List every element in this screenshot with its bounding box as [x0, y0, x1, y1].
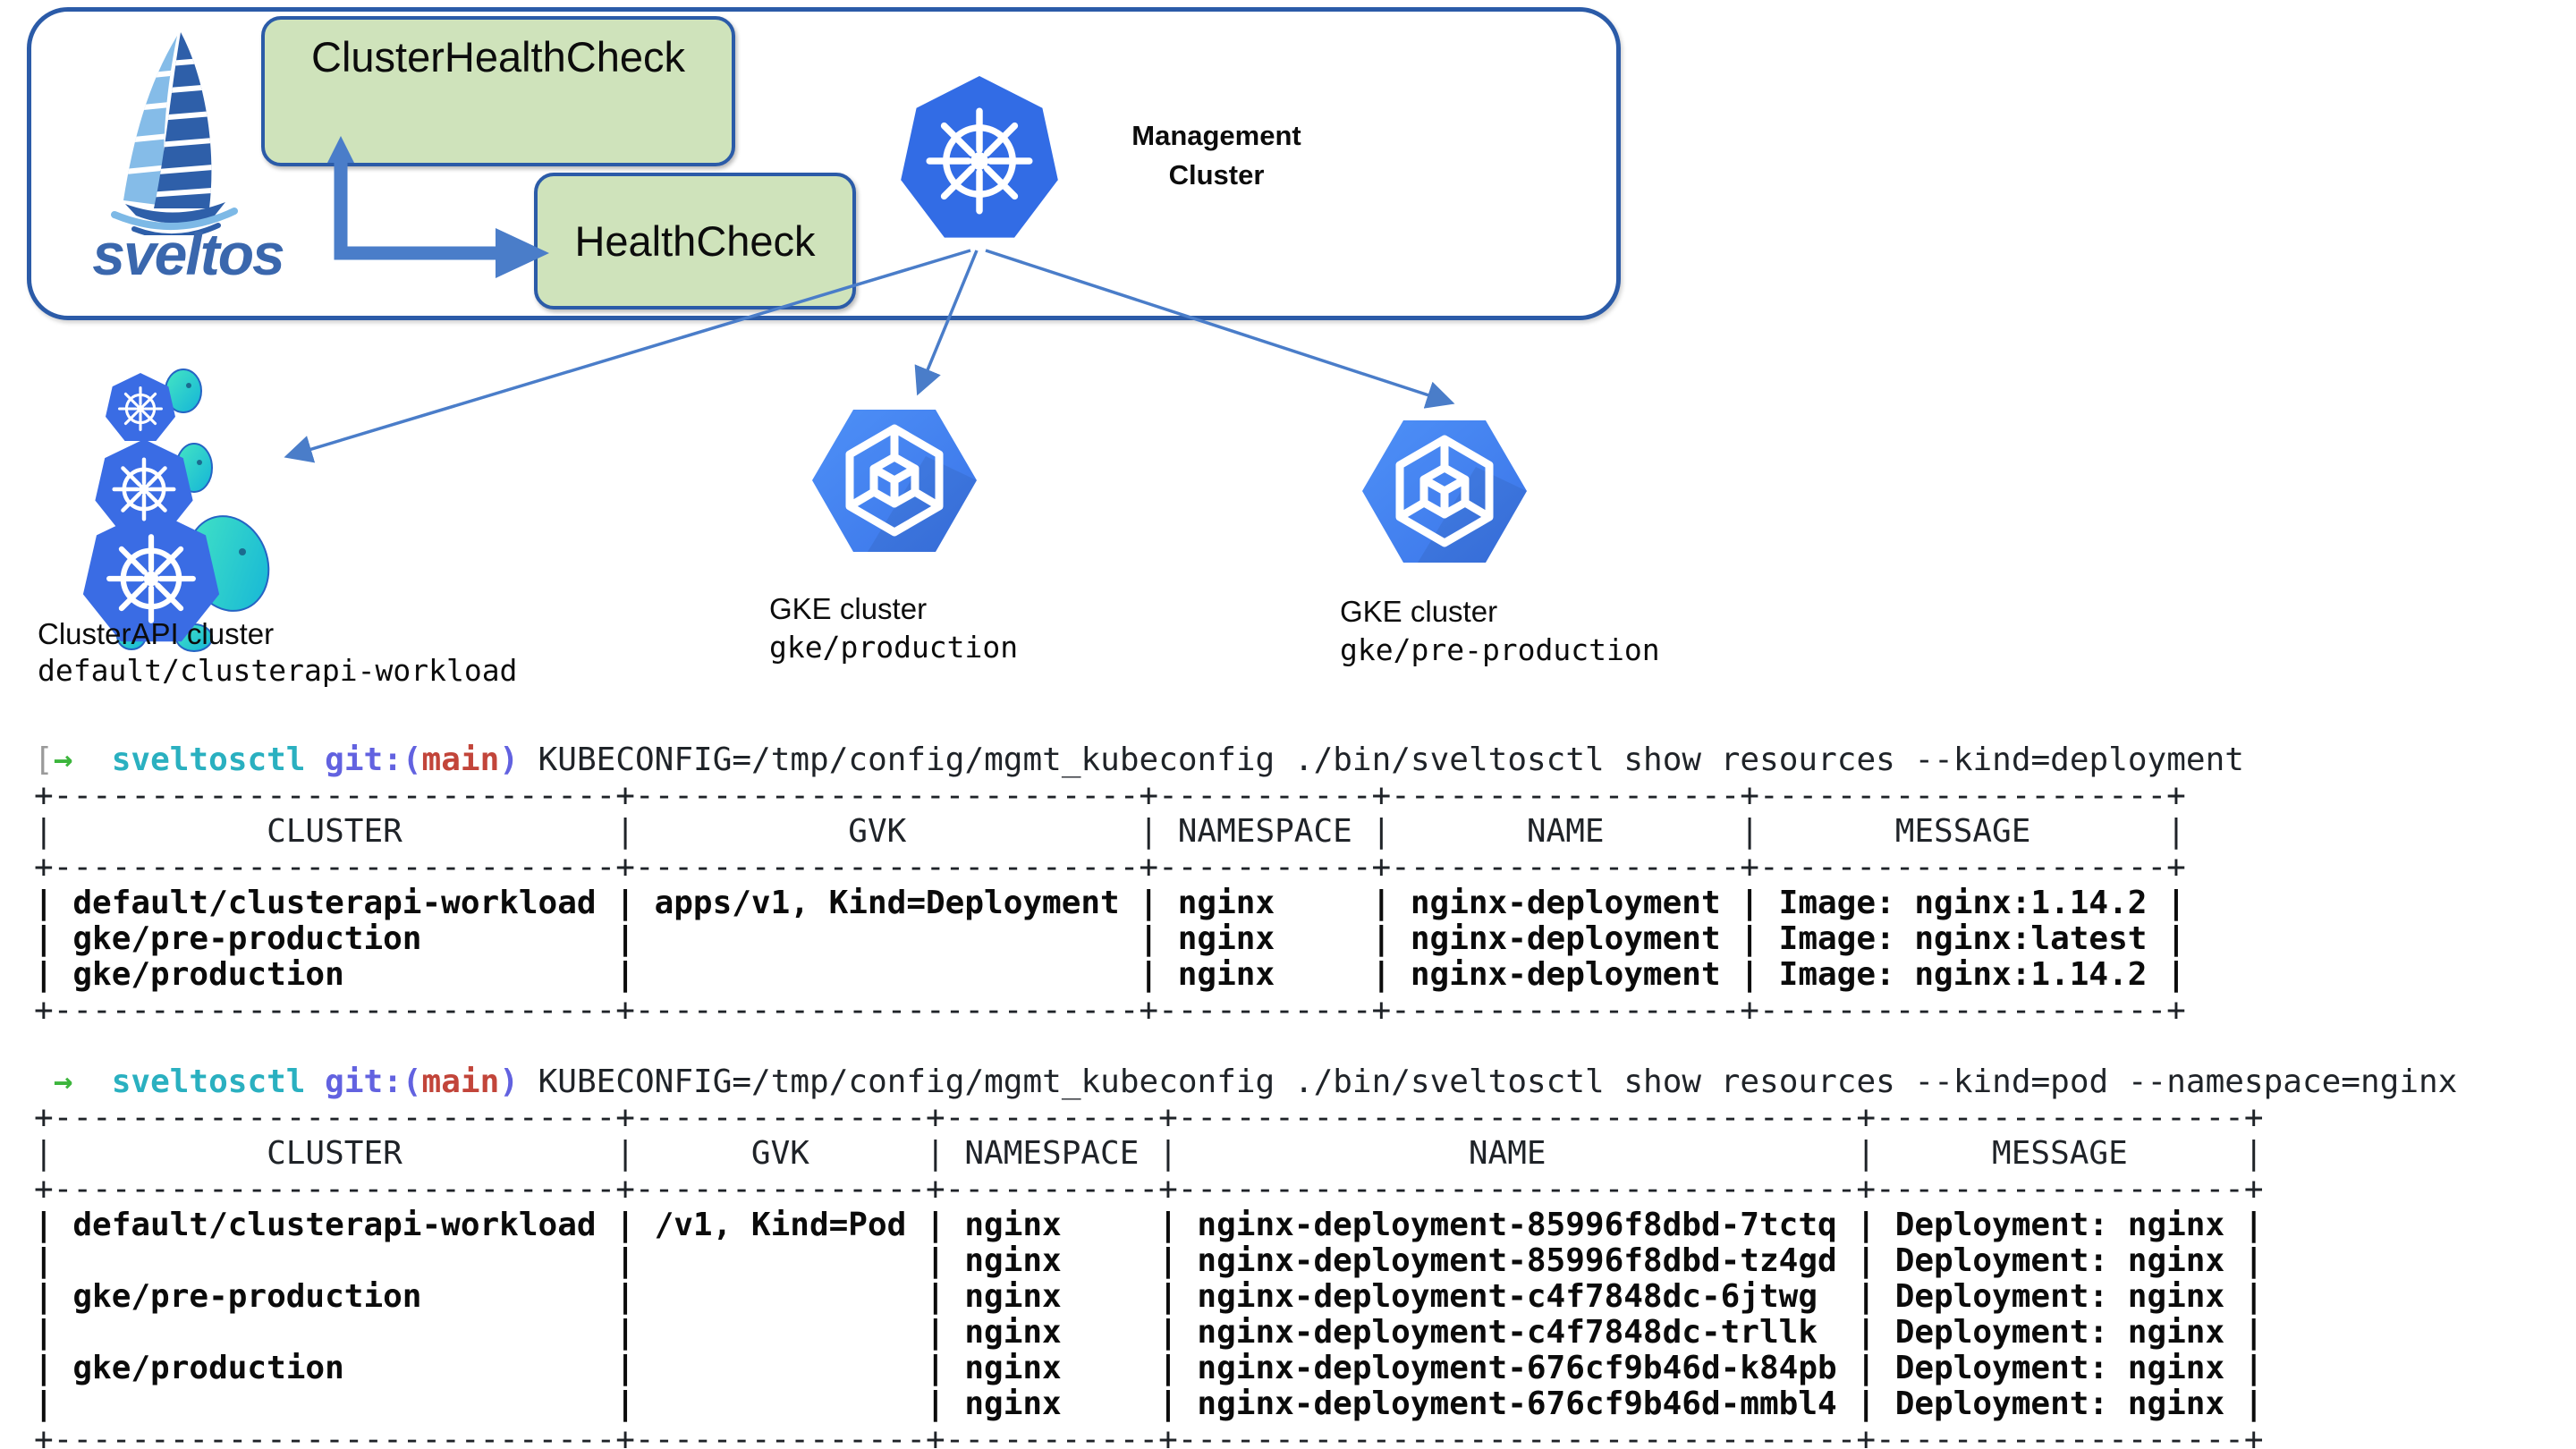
gke-hexagon-icon — [812, 410, 977, 552]
prompt-arrow-icon: → — [53, 741, 73, 778]
gke-pre-production-type-label: GKE cluster — [1340, 595, 1498, 628]
table-row: | gke/production | | nginx | nginx-deplo… — [34, 956, 2186, 993]
cluster-api-turtle-icon — [82, 369, 270, 652]
table-row: | | | nginx | nginx-deployment-c4f7848dc… — [34, 1314, 2264, 1351]
cluster-health-check-label: ClusterHealthCheck — [311, 33, 685, 80]
table-row: | gke/production | | nginx | nginx-deplo… — [34, 1350, 2264, 1386]
clusterapi-cluster-type-label: ClusterAPI cluster — [38, 617, 275, 650]
prompt-bracket — [34, 1063, 54, 1100]
gke-pre-production-name: gke/pre-production — [1340, 632, 1660, 667]
table-row: | gke/pre-production | | nginx | nginx-d… — [34, 1278, 2264, 1315]
gke-production-name: gke/production — [769, 630, 1019, 665]
gke-hexagon-icon — [1362, 420, 1527, 563]
sveltos-wordmark: sveltos — [92, 221, 284, 287]
crd-connector-arrow — [327, 136, 549, 278]
shell-prompt: → sveltosctl git:(main) — [34, 1063, 519, 1100]
prompt-bracket: [ — [34, 741, 54, 778]
management-to-cluster-arrows — [284, 249, 1455, 463]
prompt-dir: sveltosctl — [111, 1063, 306, 1100]
terminal-output: [→ sveltosctl git:(main) KUBECONFIG=/tmp… — [34, 741, 2458, 1449]
table-row: | | | nginx | nginx-deployment-676cf9b46… — [34, 1385, 2264, 1422]
health-check-box: HealthCheck — [534, 173, 856, 309]
table-row: | default/clusterapi-workload | apps/v1,… — [34, 885, 2186, 921]
clusterapi-cluster-name: default/clusterapi-workload — [38, 653, 518, 688]
prompt-branch: main — [421, 741, 500, 778]
prompt-branch: main — [421, 1063, 500, 1100]
prompt-arrow-icon: → — [53, 1063, 73, 1100]
shell-prompt: [→ sveltosctl git:(main) — [34, 741, 519, 778]
shell-command: KUBECONFIG=/tmp/config/mgmt_kubeconfig .… — [538, 741, 2244, 778]
shell-command: KUBECONFIG=/tmp/config/mgmt_kubeconfig .… — [538, 1063, 2458, 1100]
prompt-git: git:( — [325, 741, 422, 778]
table-row: | default/clusterapi-workload | /v1, Kin… — [34, 1207, 2264, 1243]
prompt-dir: sveltosctl — [111, 741, 306, 778]
gke-production-type-label: GKE cluster — [769, 592, 928, 625]
prompt-git: git:( — [325, 1063, 422, 1100]
health-check-label: HealthCheck — [574, 217, 816, 265]
management-cluster-label: Management Cluster — [1131, 120, 1301, 191]
table-row: | | | nginx | nginx-deployment-85996f8db… — [34, 1242, 2264, 1279]
sveltos-logo-icon — [111, 32, 238, 235]
table-row: | gke/pre-production | | nginx | nginx-d… — [34, 920, 2186, 957]
kubernetes-logo-icon — [901, 76, 1058, 238]
